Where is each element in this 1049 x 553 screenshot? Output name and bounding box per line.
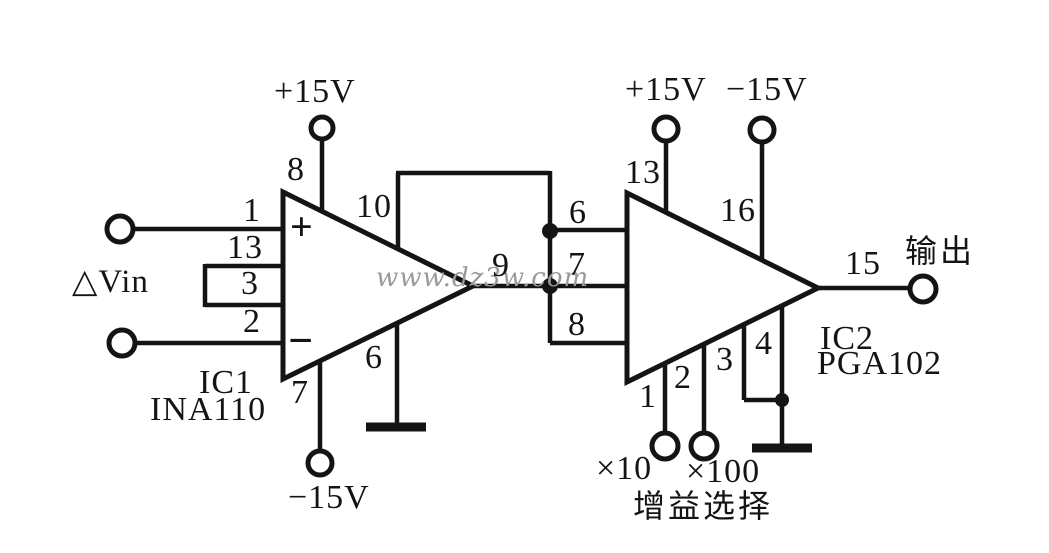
watermark-text: www.dz3w.com — [376, 263, 590, 293]
ic1-pin8-label: 8 — [287, 151, 305, 188]
ic1-part-label: INA110 — [150, 391, 267, 428]
terminal-gain-x100 — [688, 430, 720, 462]
ic1-supply-pos-label: +15V — [274, 73, 356, 110]
input-signal-label: △Vin — [72, 264, 149, 300]
ic2-pin7-label: 7 — [568, 246, 586, 283]
ic1-pin1-label: 1 — [243, 192, 261, 229]
junction-dot-gain — [775, 393, 789, 407]
ic2-pin6-label: 6 — [569, 194, 587, 231]
ic1-inverting-input-sign: − — [288, 316, 315, 365]
terminal-ic2-vminus — [747, 115, 777, 145]
gain-x100-label: ×100 — [686, 453, 761, 490]
ic1-pin13-label: 13 — [227, 229, 263, 266]
ic1-supply-neg-label: −15V — [288, 479, 370, 516]
ic2-part-label: PGA102 — [817, 345, 943, 382]
ic2-pin13-label: 13 — [625, 154, 661, 191]
terminal-ic1-vplus — [308, 114, 336, 142]
ic2-pin4-label: 4 — [755, 325, 773, 362]
junction-dot-node-b — [542, 278, 558, 294]
terminal-input-negative — [106, 327, 138, 359]
gain-select-caption: 增益选择 — [633, 488, 774, 524]
ic2-supply-pos-label: +15V — [625, 71, 707, 108]
output-signal-label: 输出 — [905, 233, 976, 269]
terminal-input-positive — [104, 213, 136, 245]
ic2-pin2-label: 2 — [674, 359, 692, 396]
junction-dot-node-a — [542, 223, 558, 239]
ic2-pin15-label: 15 — [845, 245, 881, 282]
ic2-pin8-label: 8 — [568, 306, 586, 343]
ic1-opamp-triangle — [280, 187, 479, 384]
ic1-pin6-label: 6 — [365, 339, 383, 376]
terminal-ic2-vplus — [651, 114, 681, 144]
ic2-designator-label: IC2 — [820, 320, 874, 357]
gain-x10-label: ×10 — [596, 450, 653, 487]
ic1-designator-label: IC1 — [199, 364, 253, 401]
ic2-pin3-label: 3 — [716, 341, 734, 378]
ic1-pin7-label: 7 — [291, 374, 309, 411]
terminal-output — [907, 273, 939, 305]
ic1-pin9-label: 9 — [492, 247, 510, 284]
ic1-pin10-label: 10 — [356, 188, 392, 225]
ic2-pin1-label: 1 — [639, 378, 657, 415]
terminal-gain-x10 — [649, 430, 681, 462]
ic1-noninverting-input-sign: + — [290, 204, 314, 249]
terminal-ic1-vminus — [305, 448, 335, 478]
ic1-pin3-label: 3 — [241, 265, 259, 302]
ic2-supply-neg-label: −15V — [726, 71, 808, 108]
ic1-pin2-label: 2 — [243, 303, 261, 340]
ic2-pin16-label: 16 — [720, 192, 756, 229]
